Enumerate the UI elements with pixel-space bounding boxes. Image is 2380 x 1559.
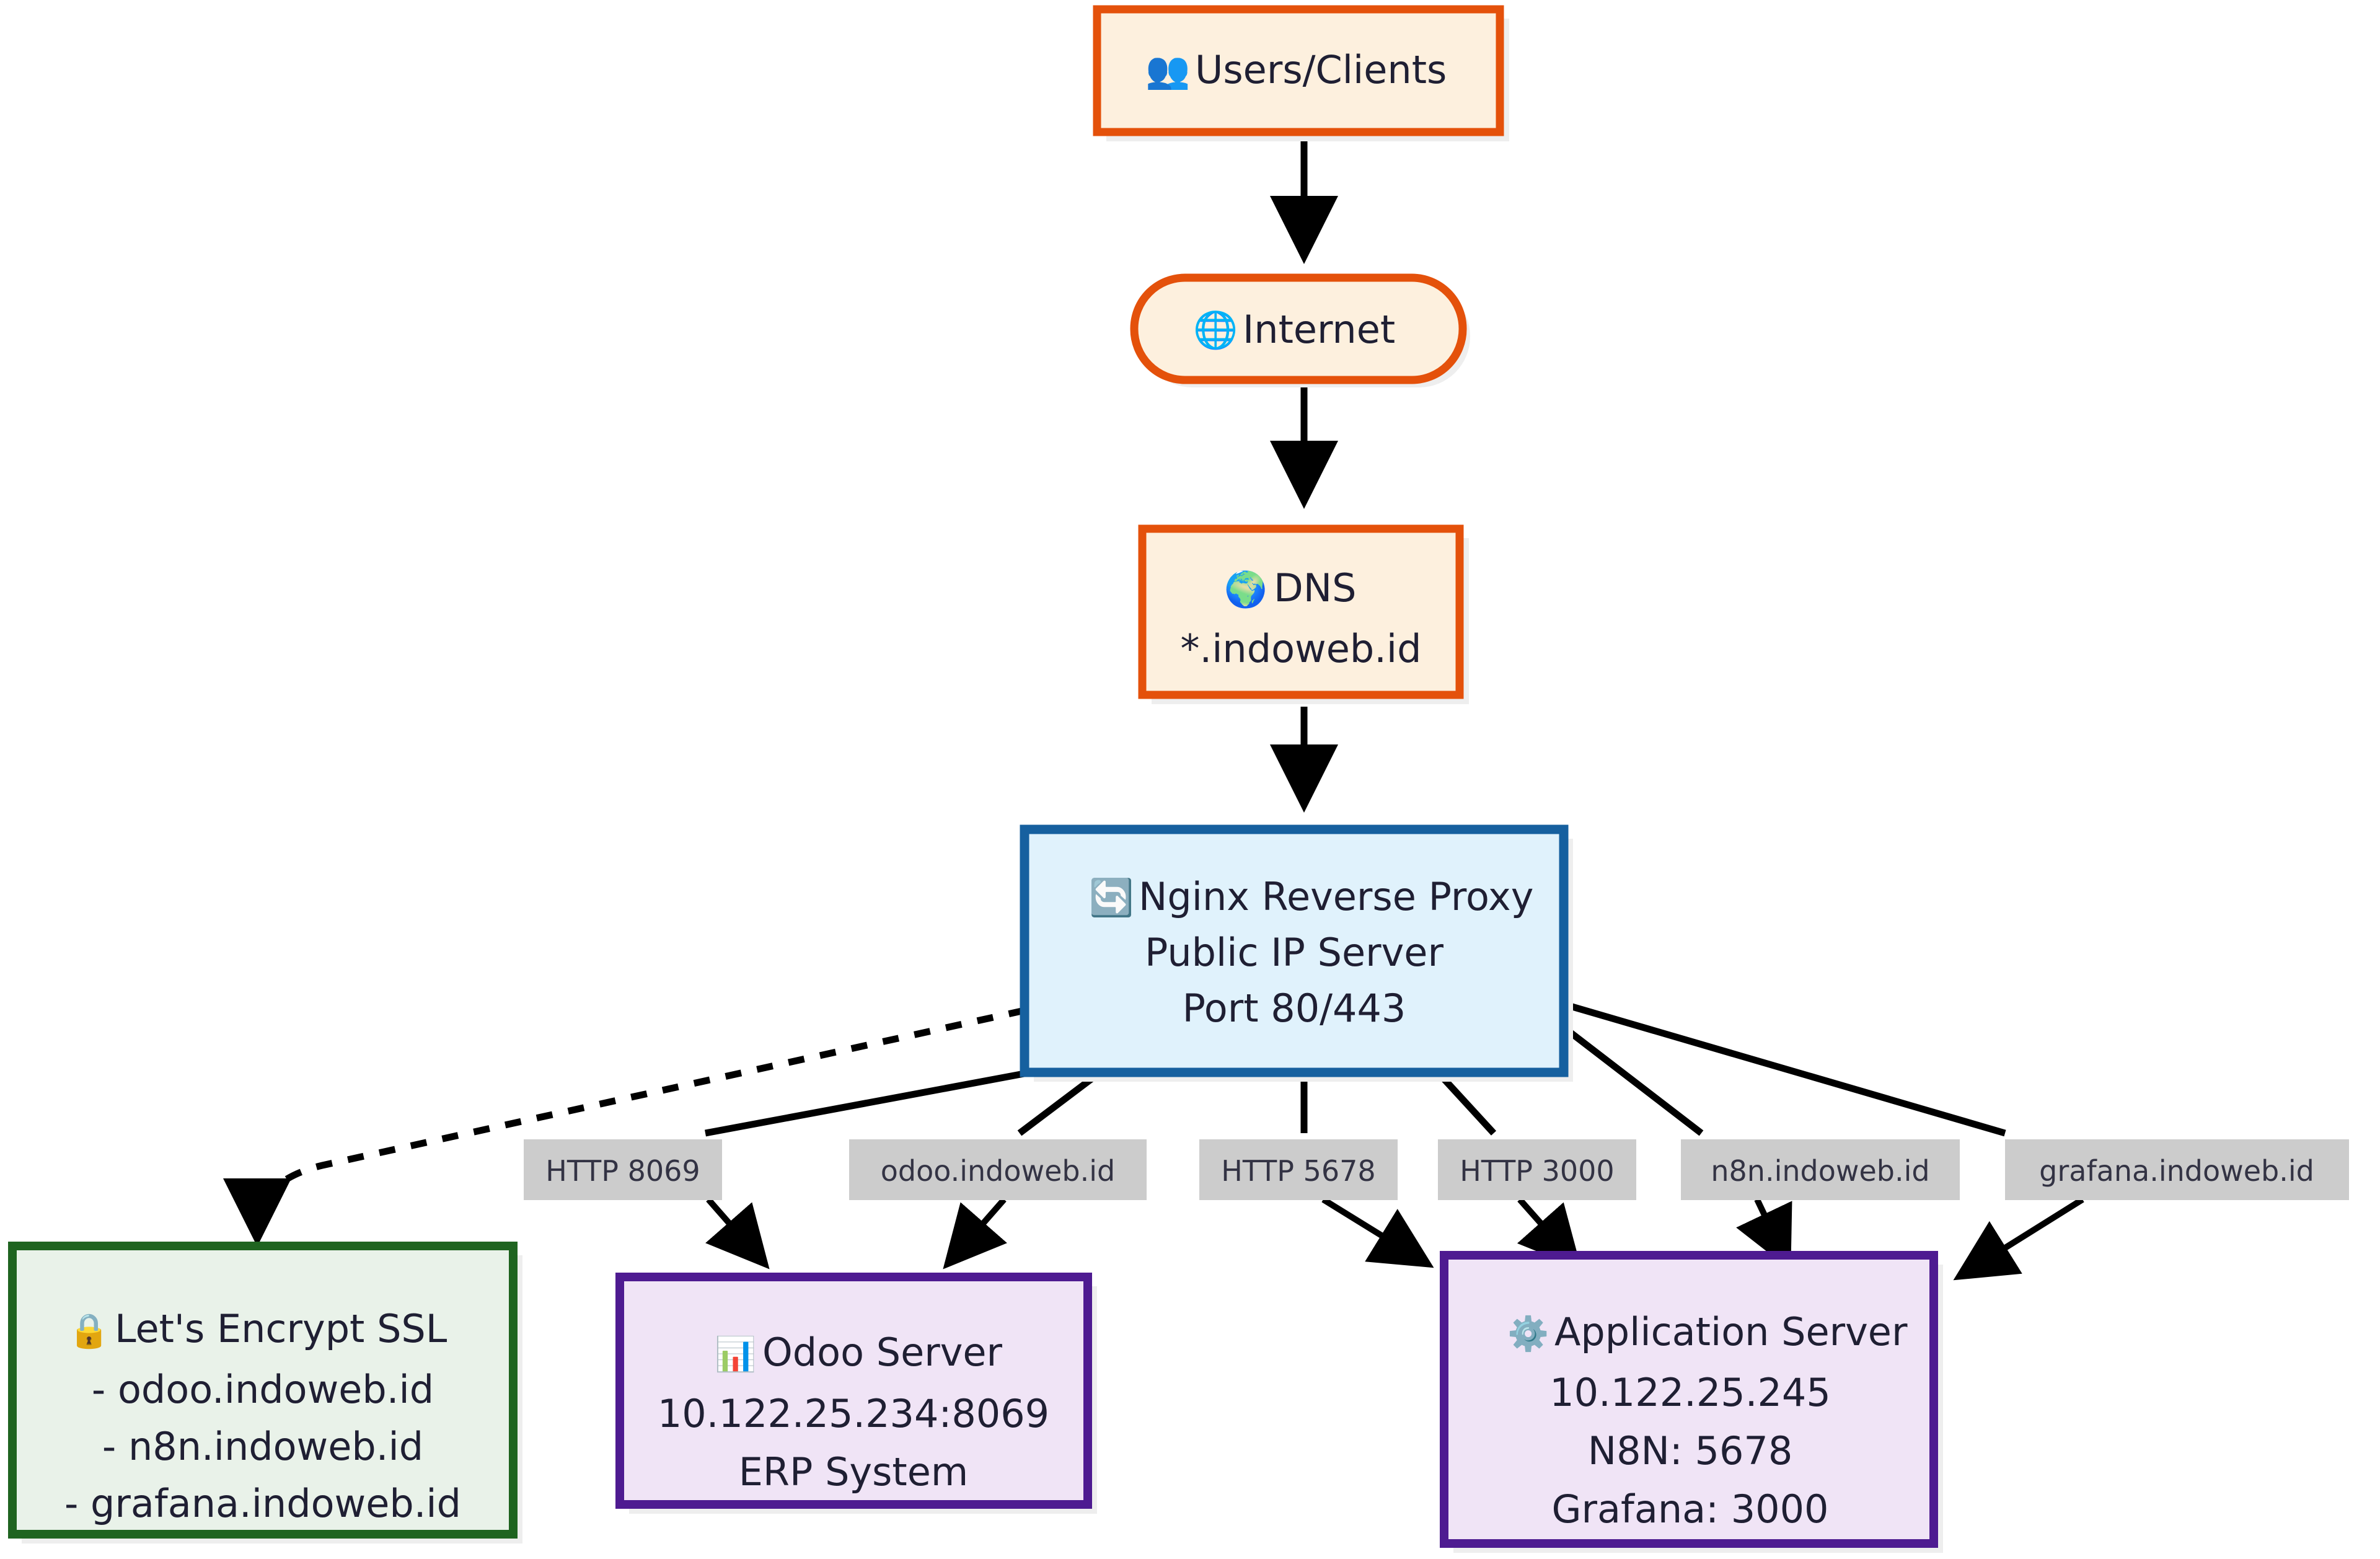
node-nginx-icon: 🔄 (1089, 877, 1134, 919)
node-ssl-domain-odoo: - odoo.indoweb.id (92, 1367, 434, 1412)
node-users-label: Users/Clients (1195, 47, 1447, 92)
edge-label-http-8069-text: HTTP 8069 (545, 1154, 700, 1188)
edge-label-http-3000: HTTP 3000 (1438, 1139, 1636, 1200)
edge-label-odoo-host-text: odoo.indoweb.id (881, 1154, 1115, 1188)
node-app-n8n-port: N8N: 5678 (1588, 1428, 1793, 1473)
edge-nginx-app-http5678-tail (1321, 1196, 1434, 1268)
node-users-icon: 👥 (1145, 49, 1190, 91)
edge-label-http-5678: HTTP 5678 (1199, 1139, 1398, 1200)
node-ssl-label: Let's Encrypt SSL (115, 1306, 447, 1351)
edge-label-n8n-indoweb-id: n8n.indoweb.id (1681, 1139, 1960, 1200)
node-ssl-box (8, 1242, 518, 1539)
node-nginx-label: Nginx Reverse Proxy (1139, 874, 1533, 919)
edge-label-odoo-indoweb-id: odoo.indoweb.id (849, 1139, 1147, 1200)
edge-nginx-app-n8nhost (1559, 1023, 1704, 1136)
edge-nginx-app-grafanahost (1562, 1000, 2006, 1137)
edge-label-http-8069-bg (524, 1139, 722, 1200)
node-ssl-domain-grafana: - grafana.indoweb.id (64, 1481, 461, 1526)
node-nginx-box (1020, 824, 1569, 1077)
node-nginx-ports: Port 80/443 (1183, 986, 1406, 1031)
node-ssl-domain-n8n: - n8n.indoweb.id (102, 1424, 423, 1469)
node-internet-box (1130, 273, 1467, 384)
node-app-icon: ⚙️ (1507, 1314, 1549, 1353)
node-dns-box (1138, 524, 1464, 699)
node-app-box (1440, 1251, 1938, 1548)
edge-label-http-8069: HTTP 8069 (524, 1139, 722, 1200)
node-lets-encrypt-ssl[interactable]: 🔒 Let's Encrypt SSL - odoo.indoweb.id - … (8, 1242, 522, 1544)
edge-label-http-3000-text: HTTP 3000 (1460, 1154, 1614, 1188)
edge-nginx-app-http3000 (1435, 1070, 1497, 1136)
edge-label-n8n-host-bg (1681, 1139, 1960, 1200)
node-odoo-label: Odoo Server (762, 1330, 1003, 1375)
edge-label-n8n-host-text: n8n.indoweb.id (1711, 1154, 1929, 1188)
edge-label-layer: HTTP 8069 odoo.indoweb.id HTTP 5678 HTTP… (524, 1139, 2349, 1200)
edge-nginx-odoo-http8069 (704, 1066, 1049, 1137)
node-app-label: Application Server (1554, 1309, 1908, 1354)
edge-label-grafana-host-bg (2005, 1139, 2349, 1200)
node-internet-icon: 🌐 (1193, 309, 1238, 351)
node-internet[interactable]: 🌐 Internet (1130, 273, 1470, 387)
node-odoo-icon: 📊 (715, 1335, 756, 1374)
node-nginx-reverse-proxy[interactable]: 🔄 Nginx Reverse Proxy Public IP Server P… (1020, 824, 1573, 1082)
node-users-box (1093, 5, 1504, 136)
edge-nginx-odoo-http8069-tail (705, 1197, 770, 1270)
node-nginx-subtitle: Public IP Server (1145, 930, 1443, 975)
edge-nginx-ssl (223, 1007, 1026, 1247)
node-dns-icon: 🌍 (1224, 570, 1267, 610)
edge-label-odoo-host-bg (849, 1139, 1147, 1200)
edge-nginx-odoo-host (1017, 1069, 1103, 1136)
node-internet-label: Internet (1243, 307, 1395, 352)
node-odoo-address: 10.122.25.234:8069 (658, 1391, 1049, 1436)
node-application-server[interactable]: ⚙️ Application Server 10.122.25.245 N8N:… (1440, 1251, 1943, 1553)
node-dns-domain: *.indoweb.id (1180, 626, 1421, 671)
node-ssl-icon: 🔒 (68, 1311, 110, 1350)
node-users-clients[interactable]: 👥 Users/Clients (1093, 5, 1509, 141)
edge-label-http-5678-text: HTTP 5678 (1221, 1154, 1375, 1188)
node-dns-label: DNS (1274, 565, 1356, 611)
node-odoo-box (615, 1273, 1092, 1509)
edge-nginx-app-grafanahost-tail (1953, 1196, 2084, 1281)
edge-label-grafana-host-text: grafana.indoweb.id (2039, 1154, 2314, 1188)
edge-label-grafana-indoweb-id: grafana.indoweb.id (2005, 1139, 2349, 1200)
node-odoo-server[interactable]: 📊 Odoo Server 10.122.25.234:8069 ERP Sys… (615, 1273, 1097, 1514)
node-odoo-role: ERP System (739, 1449, 969, 1495)
node-dns[interactable]: 🌍 DNS *.indoweb.id (1138, 524, 1469, 704)
edge-nginx-odoo-host-tail (943, 1197, 1007, 1270)
edge-label-http-5678-bg (1199, 1139, 1398, 1200)
node-app-grafana-port: Grafana: 3000 (1551, 1486, 1828, 1532)
edge-label-http-3000-bg (1438, 1139, 1636, 1200)
node-app-address: 10.122.25.245 (1549, 1370, 1831, 1415)
